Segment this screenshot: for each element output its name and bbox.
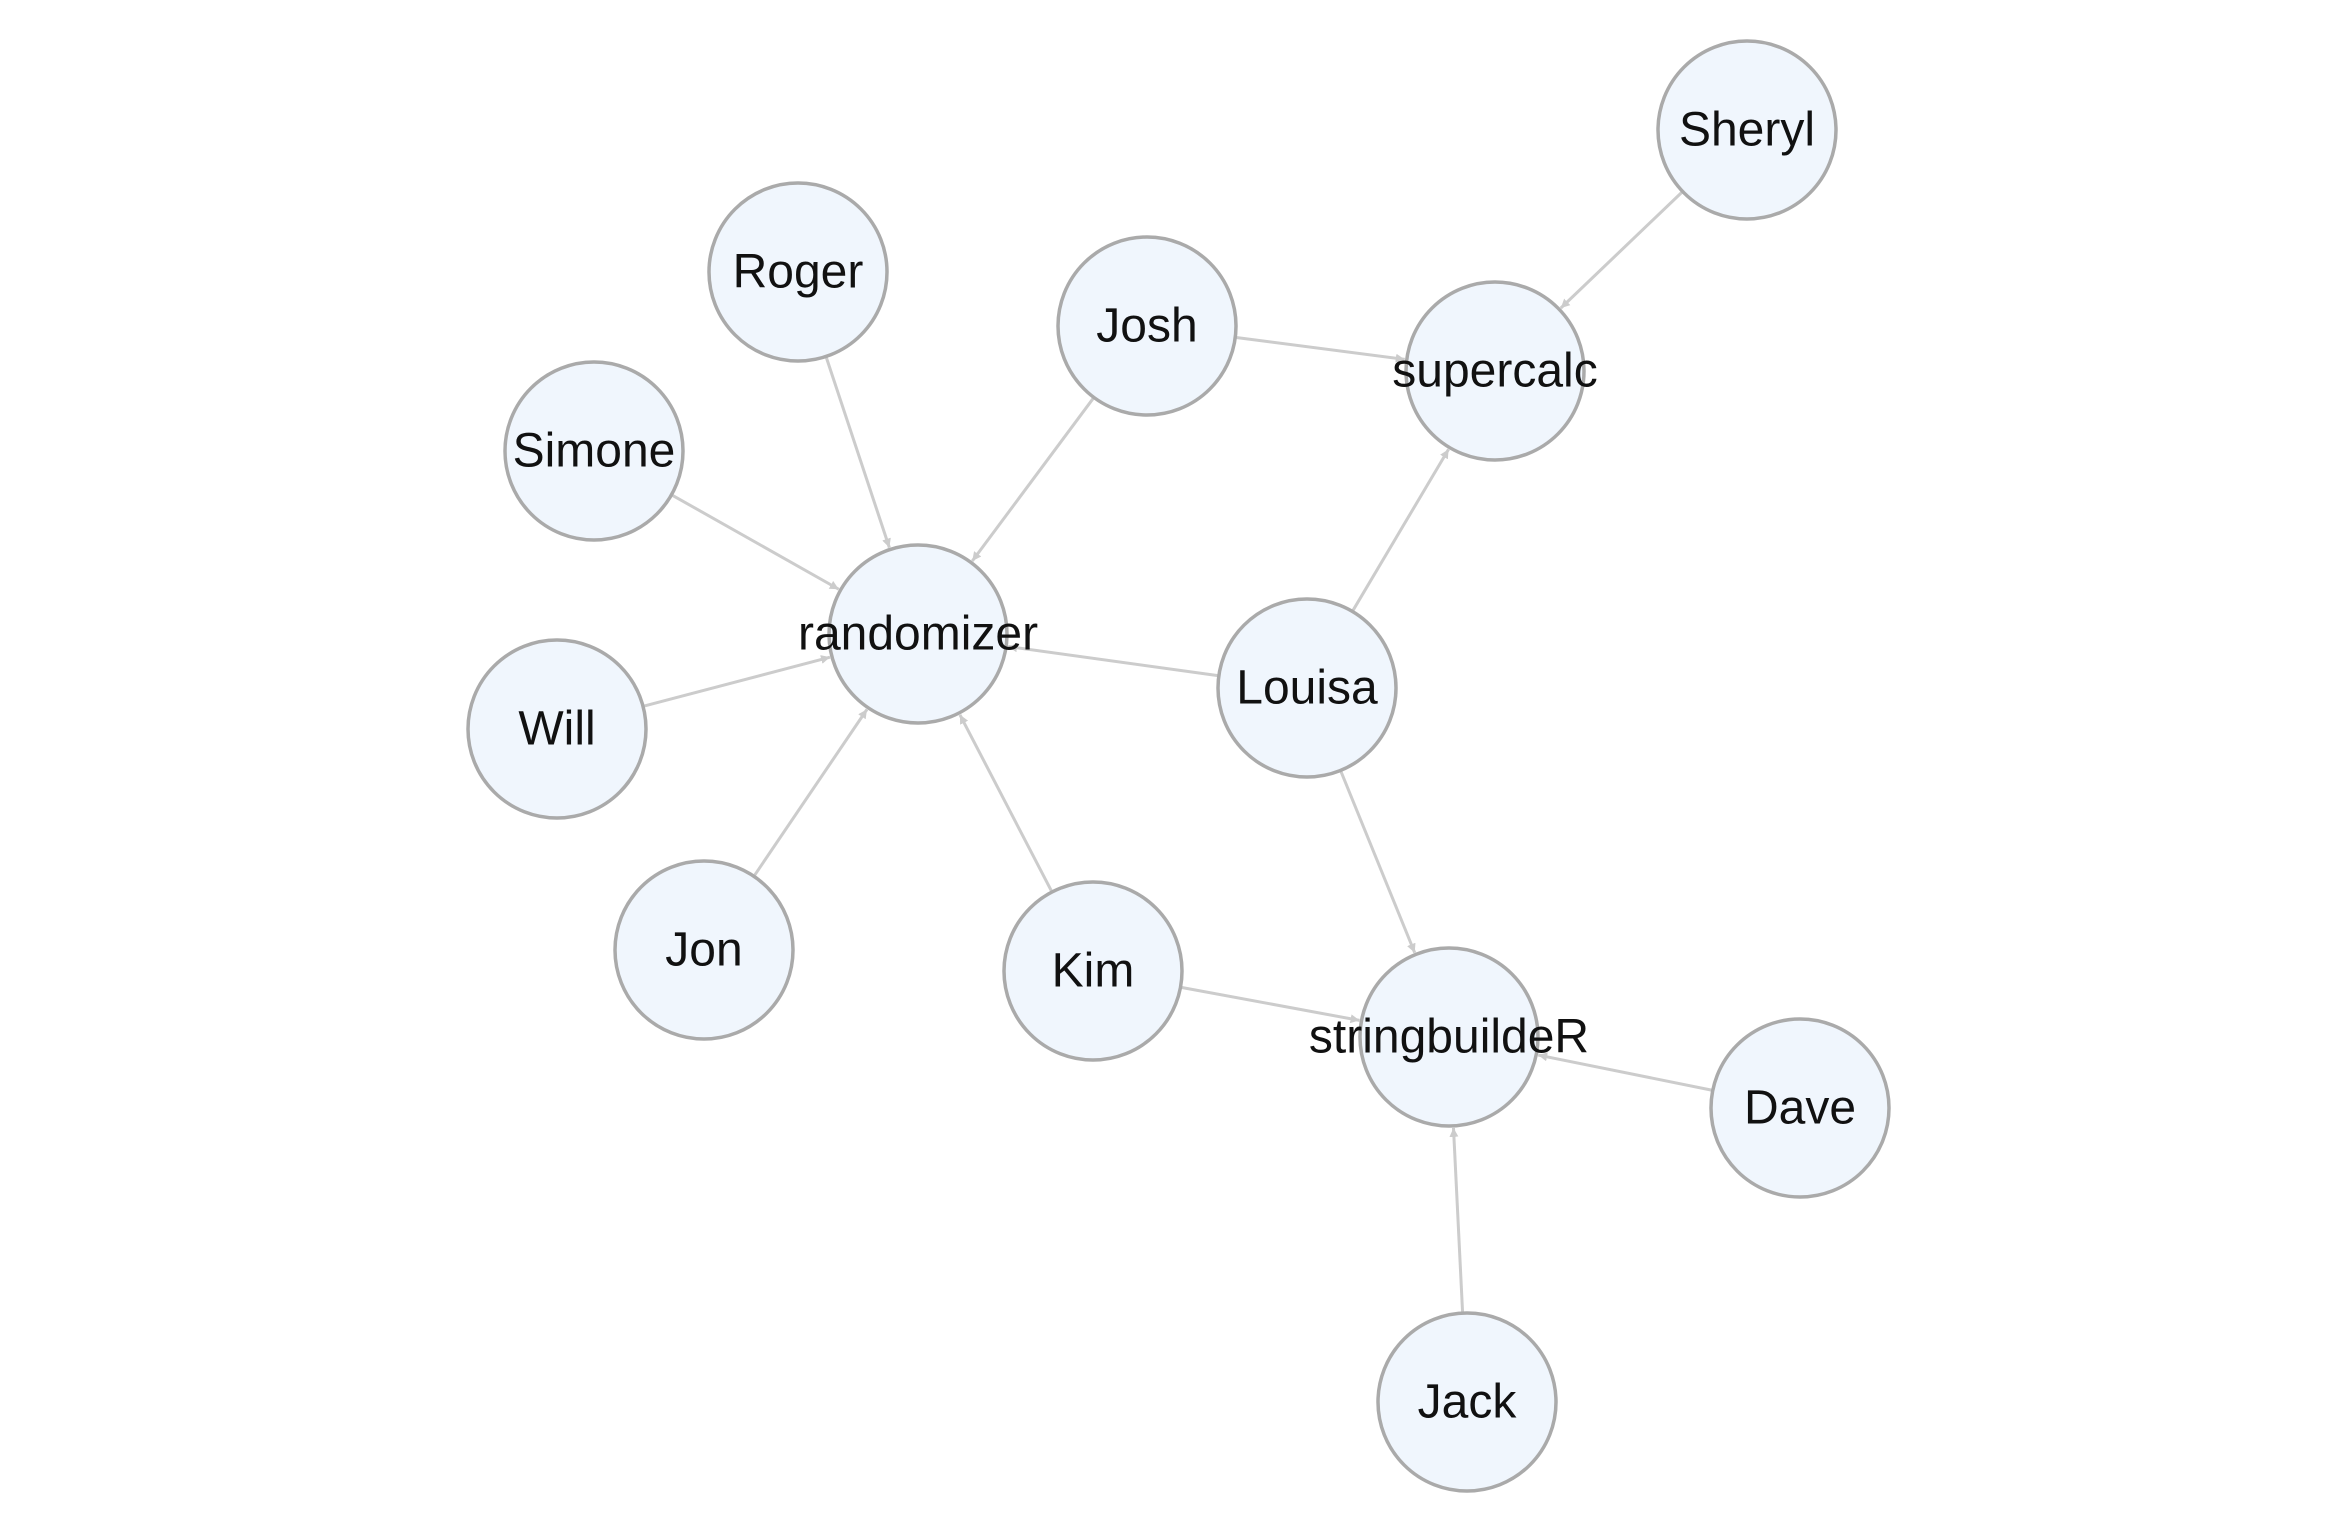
node-stringbuilder[interactable]: stringbuildeR <box>1309 946 1589 1128</box>
node-label: Louisa <box>1236 662 1378 715</box>
node-circle[interactable] <box>503 360 685 542</box>
node-circle[interactable] <box>613 859 795 1041</box>
node-label: Sheryl <box>1679 104 1815 157</box>
edge-will-to-randomizer <box>642 655 831 708</box>
node-label: Kim <box>1052 945 1135 998</box>
node-circle[interactable] <box>827 543 1009 725</box>
node-label: randomizer <box>798 608 1038 661</box>
node-supercalc[interactable]: supercalc <box>1392 280 1598 462</box>
edge-dave-to-stringbuilder <box>1537 1052 1714 1092</box>
node-jon[interactable]: Jon <box>613 859 795 1041</box>
edge-sheryl-to-supercalc <box>1559 190 1684 310</box>
node-josh[interactable]: Josh <box>1056 235 1238 417</box>
node-louisa[interactable]: Louisa <box>1216 597 1398 779</box>
edge-jon-to-randomizer <box>752 708 869 878</box>
node-circle[interactable] <box>1376 1311 1558 1493</box>
node-dave[interactable]: Dave <box>1709 1017 1891 1199</box>
node-circle[interactable] <box>1002 880 1184 1062</box>
node-label: stringbuildeR <box>1309 1011 1589 1064</box>
node-label: Roger <box>733 246 864 299</box>
node-label: Jack <box>1418 1376 1518 1429</box>
node-circle[interactable] <box>1404 280 1586 462</box>
nodes-layer: randomizer supercalc stringbuildeR SherylRo… <box>466 39 1891 1493</box>
node-label: Josh <box>1096 300 1197 353</box>
edge-louisa-to-supercalc <box>1351 448 1450 613</box>
node-circle[interactable] <box>1358 946 1540 1128</box>
node-circle[interactable] <box>466 638 648 820</box>
node-kim[interactable]: Kim <box>1002 880 1184 1062</box>
edge-jack-to-stringbuilder <box>1449 1127 1465 1314</box>
edge-josh-to-supercalc <box>1235 335 1405 363</box>
node-circle[interactable] <box>707 181 889 363</box>
node-randomizer[interactable]: randomizer <box>798 543 1038 725</box>
edge-kim-to-randomizer <box>958 714 1054 893</box>
node-sheryl[interactable]: Sheryl <box>1656 39 1838 221</box>
node-will[interactable]: Will <box>466 638 648 820</box>
edge-josh-to-randomizer <box>971 396 1096 562</box>
node-label: Simone <box>513 425 676 478</box>
edge-louisa-to-stringbuilder <box>1339 769 1417 954</box>
node-label: Jon <box>665 924 742 977</box>
edge-kim-to-stringbuilder <box>1180 985 1360 1024</box>
edges-layer <box>642 190 1714 1314</box>
edge-roger-to-randomizer <box>824 356 891 549</box>
node-label: supercalc <box>1392 345 1597 398</box>
node-label: Dave <box>1744 1082 1856 1135</box>
node-circle[interactable] <box>1709 1017 1891 1199</box>
edge-simone-to-randomizer <box>670 493 840 591</box>
node-circle[interactable] <box>1656 39 1838 221</box>
node-simone[interactable]: Simone <box>503 360 685 542</box>
node-jack[interactable]: Jack <box>1376 1311 1558 1493</box>
node-circle[interactable] <box>1216 597 1398 779</box>
node-label: Will <box>518 703 595 756</box>
node-roger[interactable]: Roger <box>707 181 889 363</box>
node-circle[interactable] <box>1056 235 1238 417</box>
edge-louisa-to-randomizer <box>1007 643 1220 678</box>
